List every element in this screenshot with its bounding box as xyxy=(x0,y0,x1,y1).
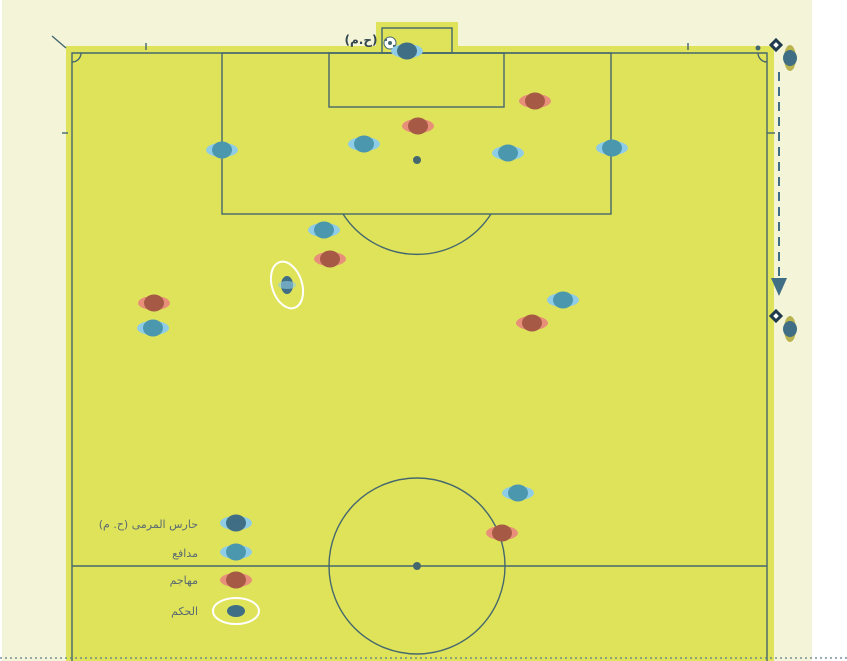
corner-flag-icon xyxy=(756,46,761,51)
penalty-spot xyxy=(413,156,421,164)
legend-defender-label: مدافع xyxy=(172,547,198,560)
legend-referee-label: الحكم xyxy=(171,605,198,618)
pitch-surface xyxy=(66,46,774,661)
legend-goalkeeper-label: حارس المرمى (ح. م) xyxy=(99,518,198,531)
centre-spot xyxy=(413,562,421,570)
legend-attacker-label: مهاجم xyxy=(170,574,199,587)
goalkeeper-tag: (ح.م) xyxy=(345,33,378,48)
